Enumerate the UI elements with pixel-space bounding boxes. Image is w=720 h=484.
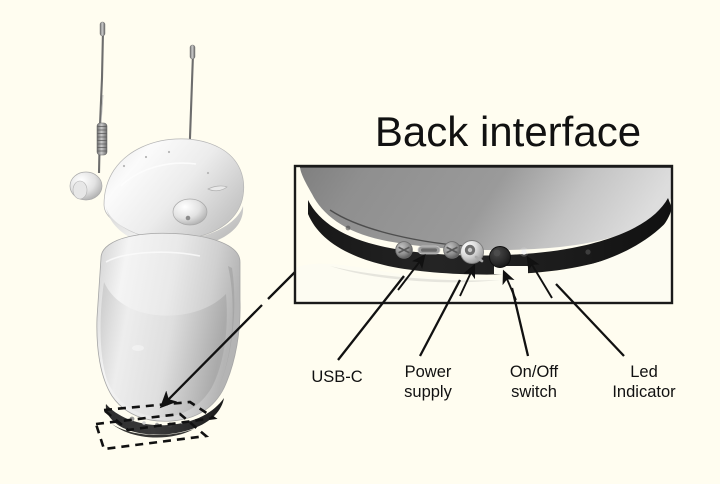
callout-label-power-supply-line1: Power	[404, 363, 452, 381]
callout-label-led-indicator-line2: Indicator	[612, 383, 676, 401]
callout-label-led-indicator: Led Indicator	[592, 362, 696, 402]
band-screw-right	[585, 249, 591, 255]
callout-label-onoff-switch: On/Off switch	[488, 362, 580, 402]
leader-onoff-switch	[510, 287, 530, 357]
robot-body	[96, 232, 241, 422]
antenna-left	[96, 21, 108, 174]
screw-left-icon	[395, 241, 413, 259]
band-screw-left	[345, 225, 351, 231]
leader-inset-connector	[267, 271, 296, 300]
callout-label-usb-c: USB-C	[288, 367, 386, 387]
antenna-left-spring	[96, 122, 108, 156]
page-title: Back interface	[374, 108, 642, 155]
inset-shell-upper	[300, 166, 672, 251]
leader-robot-base-arrow	[162, 304, 263, 406]
power-jack-icon	[460, 240, 484, 264]
head-left-ear	[69, 171, 103, 201]
antenna-left-tip	[99, 21, 106, 37]
callout-label-power-supply-line2: supply	[404, 383, 452, 401]
callout-label-power-supply: Power supply	[382, 362, 474, 402]
robot-illustration	[69, 21, 263, 451]
inset-frame	[293, 164, 674, 305]
inset-shell-lower	[295, 216, 672, 303]
antenna-right-tip	[189, 44, 196, 60]
leader-usb-c	[337, 275, 405, 361]
leader-power-supply	[418, 279, 462, 357]
usb-c-port-icon	[417, 245, 441, 255]
base-highlight-box-outer	[94, 412, 210, 451]
head-antenna-mount	[172, 198, 208, 226]
screw-right-icon	[443, 241, 461, 259]
callout-label-onoff-switch-line2: switch	[511, 383, 557, 401]
callout-label-led-indicator-line1: Led	[630, 363, 658, 381]
onoff-switch-icon	[489, 246, 511, 268]
led-indicator-icon	[519, 247, 529, 257]
leader-led-indicator	[555, 283, 625, 357]
inset-back-interface	[293, 164, 674, 305]
callout-leader-lines	[337, 275, 625, 361]
callout-label-usb-c-line1: USB-C	[311, 368, 363, 386]
callout-label-onoff-switch-line1: On/Off	[509, 363, 559, 381]
head-detail-slit	[207, 185, 228, 192]
